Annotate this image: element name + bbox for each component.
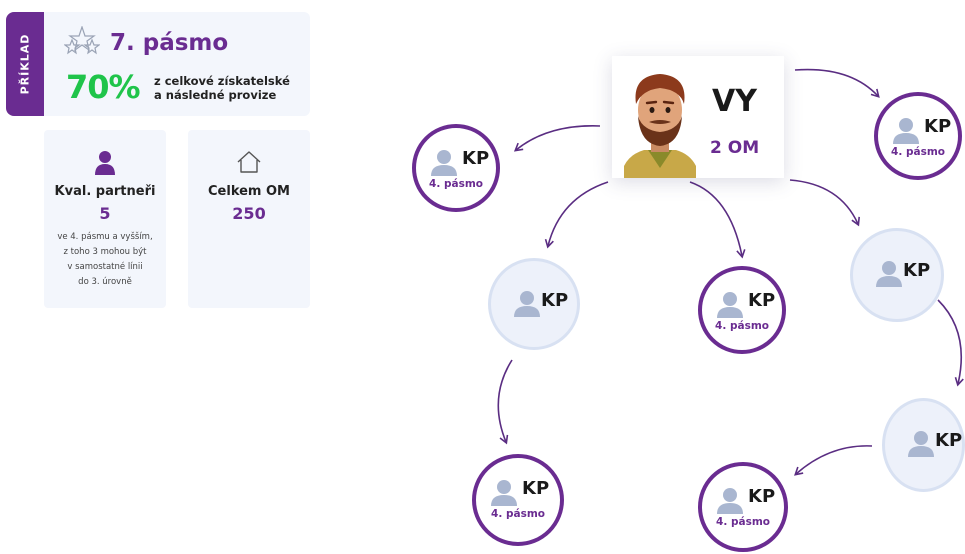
- person-icon: [908, 431, 934, 457]
- connector-arrow: [544, 181, 609, 249]
- connector-arrow: [513, 125, 601, 152]
- stat-note-line: z toho 3 mohou být: [63, 247, 147, 257]
- rank-title: 7. pásmo: [110, 30, 229, 56]
- person-icon: [431, 150, 457, 176]
- stat-card-partners: Kval. partneři 5 ve 4. pásmu a vyšším, z…: [44, 130, 166, 308]
- kp-label: KP: [748, 290, 776, 311]
- person-icon: [717, 292, 743, 318]
- kp-label: KP: [935, 430, 963, 451]
- kp-node: KP: [882, 398, 965, 492]
- stat-card-total-om: Celkem OM 250: [188, 130, 310, 308]
- connector-arrow: [937, 299, 964, 387]
- kp-label: KP: [522, 478, 550, 499]
- stat-value: 5: [99, 204, 111, 223]
- kp-node: KP 4. pásmo: [698, 462, 788, 552]
- person-icon: [717, 488, 743, 514]
- house-icon: [237, 151, 261, 173]
- example-tab: PŘÍKLAD: [6, 12, 44, 116]
- kp-level: 4. pásmo: [715, 320, 769, 332]
- you-card: VY 2 OM: [612, 56, 784, 178]
- rank-description: z celkové získatelské a následné provize: [154, 74, 304, 102]
- kp-level: 4. pásmo: [891, 146, 945, 158]
- stat-note-line: do 3. úrovně: [78, 277, 132, 287]
- kp-node: KP: [850, 228, 944, 322]
- kp-label: KP: [903, 260, 931, 281]
- kp-node: KP 4. pásmo: [874, 92, 962, 180]
- person-icon: [514, 291, 540, 317]
- you-label: VY: [712, 84, 757, 119]
- rank-description-line: z celkové získatelské: [154, 74, 290, 88]
- connector-arrow: [689, 181, 746, 259]
- kp-label: KP: [462, 148, 490, 169]
- connector-arrow: [789, 179, 860, 227]
- kp-label: KP: [748, 486, 776, 507]
- kp-label: KP: [924, 116, 952, 137]
- person-icon: [491, 480, 517, 506]
- person-icon: [876, 261, 902, 287]
- kp-node: KP: [488, 258, 580, 350]
- kp-label: KP: [541, 290, 569, 311]
- stat-note-line: v samostatné línii: [67, 262, 143, 272]
- stat-value: 250: [232, 204, 266, 223]
- connector-arrow: [794, 445, 873, 476]
- kp-level: 4. pásmo: [429, 178, 483, 190]
- kp-node: KP 4. pásmo: [412, 124, 500, 212]
- kp-node: KP 4. pásmo: [472, 454, 564, 546]
- connector-arrow: [794, 68, 880, 98]
- stars-icon: [64, 26, 100, 55]
- rank-percent: 70%: [66, 68, 141, 106]
- stat-label: Celkem OM: [208, 184, 290, 199]
- person-icon: [95, 151, 115, 175]
- stat-label: Kval. partneři: [54, 184, 156, 199]
- stat-note: ve 4. pásmu a vyšším, z toho 3 mohou být…: [48, 230, 162, 290]
- person-icon: [893, 118, 919, 144]
- stat-note-line: ve 4. pásmu a vyšším,: [57, 232, 153, 242]
- kp-level: 4. pásmo: [491, 508, 545, 520]
- kp-level: 4. pásmo: [716, 516, 770, 528]
- kp-node: KP 4. pásmo: [698, 266, 786, 354]
- rank-description-line: a následné provize: [154, 88, 277, 102]
- avatar: [624, 74, 696, 178]
- rank-card: [44, 12, 310, 116]
- you-om: 2 OM: [710, 138, 760, 158]
- connector-arrow: [497, 359, 513, 445]
